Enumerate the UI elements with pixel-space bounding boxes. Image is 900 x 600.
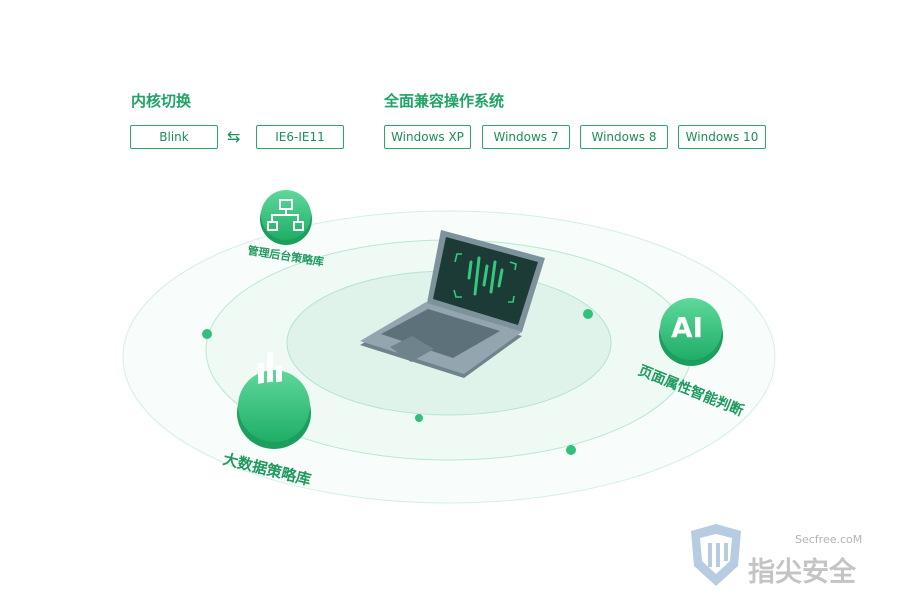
os-windows-8[interactable]: Windows 8 [580, 125, 668, 149]
orbit-dot [583, 309, 593, 319]
admin-policy-icon [260, 190, 312, 245]
big-data-icon [237, 351, 311, 449]
orbit-dot [202, 329, 212, 339]
os-windows-10[interactable]: Windows 10 [678, 125, 766, 149]
os-compat-title: 全面兼容操作系统 [384, 92, 505, 110]
laptop-icon [360, 230, 545, 378]
watermark-site: Secfree.coM [795, 533, 863, 546]
kernel-option-blink[interactable]: Blink [130, 125, 218, 149]
os-windows-7[interactable]: Windows 7 [482, 125, 570, 149]
orbit-dot [415, 414, 423, 422]
ai-badge: AI [671, 311, 704, 344]
shield-logo [691, 524, 741, 586]
kernel-option-ie[interactable]: IE6-IE11 [256, 125, 344, 149]
orbit-dot [566, 445, 576, 455]
swap-arrows-icon[interactable]: ⇆ [227, 127, 241, 146]
ai-icon [659, 298, 723, 366]
os-windows-xp[interactable]: Windows XP [384, 125, 471, 149]
kernel-switch-title: 内核切换 [131, 92, 192, 110]
watermark-brand: 指尖安全 [748, 557, 856, 588]
